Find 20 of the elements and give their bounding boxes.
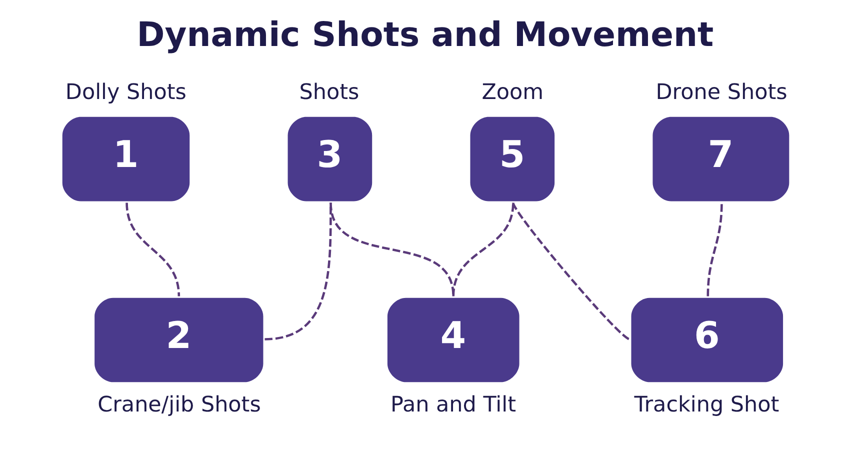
connector	[330, 202, 454, 296]
node-box: 2	[94, 298, 264, 382]
node-label: Zoom	[482, 80, 544, 105]
node-label: Pan and Tilt	[390, 392, 516, 418]
connector	[512, 202, 630, 340]
node-label: Shots	[299, 80, 360, 105]
connector	[706, 202, 723, 296]
node-box: 4	[387, 298, 520, 382]
connector	[126, 202, 180, 296]
node-box: 1	[62, 116, 190, 202]
node-label: Tracking Shot	[634, 392, 780, 418]
node-label: Dolly Shots	[65, 80, 186, 105]
node-box: 7	[652, 116, 790, 202]
node-box: 5	[470, 116, 555, 202]
connector	[452, 202, 514, 296]
diagram-title: Dynamic Shots and Movement	[136, 14, 714, 54]
node-label: Crane/jib Shots	[98, 392, 261, 418]
node-box: 3	[288, 116, 372, 202]
node-label: Drone Shots	[656, 80, 788, 105]
node-box: 6	[631, 298, 784, 382]
